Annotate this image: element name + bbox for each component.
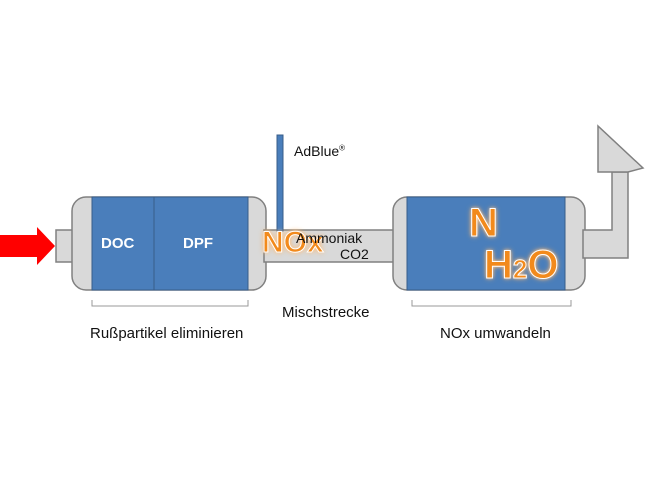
exhaust-outlet-arrow-icon: [597, 124, 645, 173]
adblue-label: AdBlue®: [294, 144, 345, 158]
mischstrecke-caption: Mischstrecke: [282, 304, 370, 321]
adblue-injector: [276, 134, 284, 232]
scr-h2o-label: H2O: [484, 243, 559, 287]
exhaust-outlet-pipe: [582, 171, 629, 259]
nox-glow-label: NOx: [262, 226, 325, 259]
ammoniak-label: Ammoniak: [296, 230, 363, 246]
nox-umwandeln-caption: NOx umwandeln: [440, 325, 551, 342]
dpf-block: [153, 196, 249, 291]
adblue-registered-mark: ®: [339, 143, 346, 153]
doc-label: DOC: [101, 235, 135, 252]
russpartikel-caption: Rußpartikel eliminieren: [90, 325, 244, 342]
co2-label: CO2: [340, 246, 369, 262]
dpf-label: DPF: [183, 235, 213, 252]
scr-n-label: N: [469, 201, 499, 245]
scr-block: [406, 196, 566, 291]
bracket-russpartikel: [91, 300, 249, 307]
input-arrow-icon: [0, 227, 55, 265]
bracket-nox-umwandeln: [411, 300, 572, 307]
adblue-text: AdBlue: [294, 143, 340, 159]
scr-h2o-o: O: [527, 243, 559, 287]
scr-h2o-h: H: [484, 243, 514, 287]
scr-h2o-subscript: 2: [512, 254, 528, 284]
